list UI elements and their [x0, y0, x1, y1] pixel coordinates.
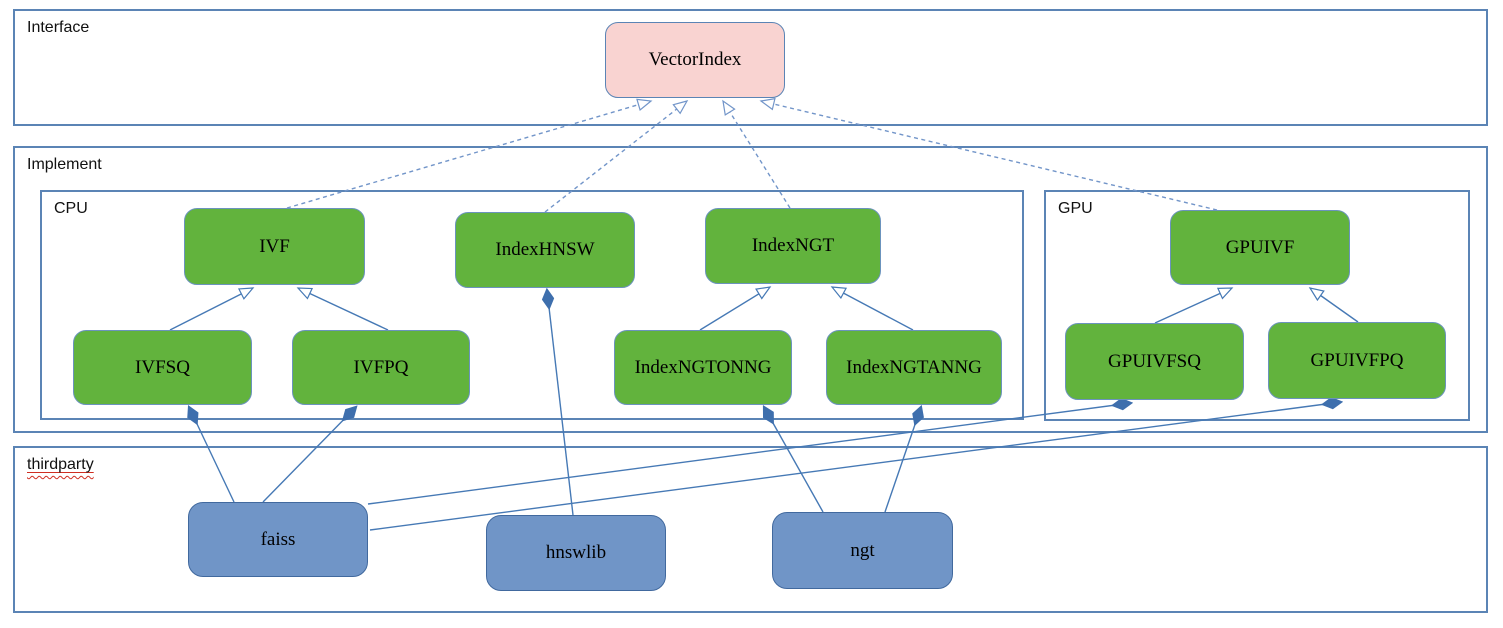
node-VectorIndex: VectorIndex: [605, 22, 785, 98]
edge-IndexHNSW-VectorIndex-realization: [544, 100, 689, 213]
edge-IndexNGT-VectorIndex-realization: [722, 99, 791, 209]
edge-GPUIVFSQ-GPUIVF-generalization: [1154, 287, 1234, 324]
node-IndexHNSW: IndexHNSW: [455, 212, 635, 288]
node-label-GPUIVF: GPUIVF: [1225, 236, 1295, 258]
edge-IVF-VectorIndex-realization: [286, 98, 653, 209]
container-label-text-interface: Interface: [27, 19, 90, 36]
edge-GPUIVFPQ-GPUIVF-generalization: [1308, 287, 1359, 323]
node-label-GPUIVFPQ: GPUIVFPQ: [1310, 349, 1404, 371]
edge-GPUIVF-VectorIndex-realization: [759, 97, 1218, 211]
container-label-cpu: CPU: [54, 200, 88, 218]
node-label-IndexNGT: IndexNGT: [751, 235, 835, 256]
node-faiss: faiss: [188, 502, 368, 577]
node-label-IndexHNSW: IndexHNSW: [495, 239, 595, 260]
node-label-IVFSQ: IVFSQ: [135, 356, 190, 378]
node-IVFSQ: IVFSQ: [73, 330, 252, 405]
edge-hnswlib-IndexHNSW-composition: [547, 290, 574, 516]
node-label-ngt: ngt: [850, 539, 875, 561]
node-label-VectorIndex: VectorIndex: [648, 49, 742, 70]
edge-faiss-IVFSQ-composition: [189, 407, 235, 503]
container-label-text-gpu: GPU: [1058, 200, 1093, 217]
container-cpu: CPU: [40, 190, 1024, 420]
container-label-text-thirdparty: thirdparty: [27, 456, 94, 473]
edge-ngt-IndexNGTANNG-composition: [884, 407, 921, 513]
node-IVFPQ: IVFPQ: [292, 330, 470, 405]
node-label-IndexNGTANNG: IndexNGTANNG: [846, 356, 982, 378]
container-label-implement: Implement: [27, 156, 102, 174]
edge-IndexNGTONNG-IndexNGT-generalization: [699, 286, 772, 331]
node-label-faiss: faiss: [260, 528, 296, 550]
edge-faiss-IVFPQ-composition: [262, 407, 356, 503]
node-ngt: ngt: [772, 512, 953, 589]
node-GPUIVF: GPUIVF: [1170, 210, 1350, 285]
edge-IVFSQ-IVF-generalization: [169, 287, 255, 331]
container-label-gpu: GPU: [1058, 200, 1093, 218]
edge-faiss-GPUIVFSQ-composition: [367, 403, 1131, 505]
node-IndexNGTONNG: IndexNGTONNG: [614, 330, 792, 405]
node-GPUIVFPQ: GPUIVFPQ: [1268, 322, 1446, 399]
node-label-IVFPQ: IVFPQ: [353, 356, 409, 378]
edge-IVFPQ-IVF-generalization: [296, 287, 389, 331]
node-label-GPUIVFSQ: GPUIVFSQ: [1108, 350, 1201, 372]
container-label-text-cpu: CPU: [54, 200, 88, 217]
container-label-interface: Interface: [27, 19, 89, 37]
edge-ngt-IndexNGTONNG-composition: [764, 407, 824, 513]
container-gpu: GPU: [1044, 190, 1470, 421]
container-label-thirdparty: thirdparty: [27, 456, 94, 474]
node-label-IVF: IVF: [259, 235, 290, 257]
container-implement: Implement: [13, 146, 1488, 433]
container-interface: Interface: [13, 9, 1488, 126]
edge-faiss-GPUIVFPQ-composition: [369, 402, 1341, 531]
container-thirdparty: thirdparty: [13, 446, 1488, 613]
container-label-text-implement: Implement: [27, 156, 102, 173]
node-GPUIVFSQ: GPUIVFSQ: [1065, 323, 1244, 400]
edge-IndexNGTANNG-IndexNGT-generalization: [830, 286, 914, 331]
node-hnswlib: hnswlib: [486, 515, 666, 591]
node-IndexNGTANNG: IndexNGTANNG: [826, 330, 1002, 405]
node-IndexNGT: IndexNGT: [705, 208, 881, 284]
node-label-IndexNGTONNG: IndexNGTONNG: [634, 356, 772, 378]
node-label-hnswlib: hnswlib: [545, 542, 607, 563]
node-IVF: IVF: [184, 208, 365, 285]
